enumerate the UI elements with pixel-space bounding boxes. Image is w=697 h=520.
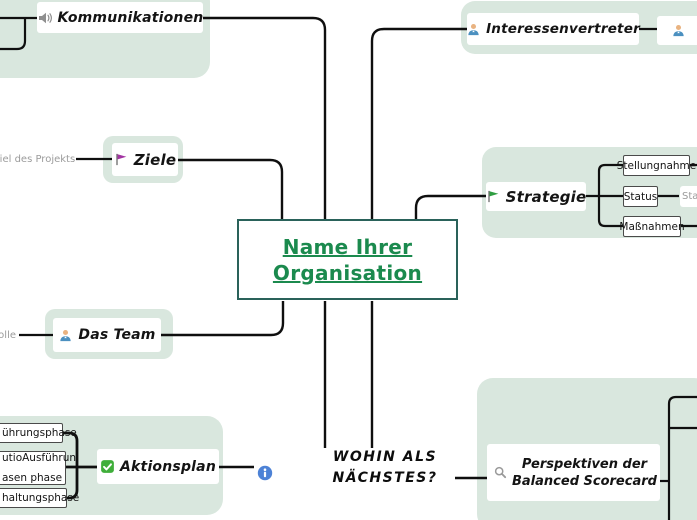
node-wohin-label-line2: NÄCHSTES? bbox=[332, 470, 438, 486]
node-massnahmen[interactable]: Maßnahmen bbox=[619, 216, 685, 237]
node-kommunikationen[interactable]: Kommunikationen bbox=[37, 2, 203, 33]
node-phase3-fragment[interactable]: haltungsphase bbox=[0, 488, 79, 508]
node-interessenvertreter-label: Interessenvertreter bbox=[486, 21, 640, 37]
node-interessenvertreter-child[interactable] bbox=[657, 16, 697, 45]
node-phase2-label-line2: asen phase bbox=[2, 471, 63, 484]
central-topic[interactable]: Name Ihrer Organisation bbox=[237, 219, 458, 300]
node-status[interactable]: Status bbox=[623, 186, 658, 207]
node-ziel-des-projekts-label: Ziel des Projekts bbox=[0, 153, 76, 165]
node-status-label: Status bbox=[623, 190, 658, 203]
node-aktionsplan[interactable]: Aktionsplan bbox=[97, 449, 219, 484]
magnifier-icon bbox=[493, 465, 508, 480]
node-rolle-fragment-label: olle bbox=[0, 329, 16, 341]
node-phase1-label: ührungsphase bbox=[2, 427, 77, 439]
info-icon[interactable] bbox=[257, 465, 273, 481]
node-perspektiven-label: Perspektiven der Balanced Scorecard bbox=[512, 456, 657, 490]
wire-dasteam-central bbox=[161, 301, 285, 337]
node-strategie-label: Strategie bbox=[505, 187, 587, 206]
node-strategie[interactable]: Strategie bbox=[486, 182, 586, 211]
node-phase1-fragment[interactable]: ührungsphase bbox=[0, 423, 77, 443]
central-topic-label-line1: Name Ihrer bbox=[282, 234, 413, 259]
checkbox-icon bbox=[100, 459, 115, 474]
node-phase2-fragment[interactable]: utioAusführun asen phase bbox=[0, 451, 76, 485]
node-phase2-label-line1: utioAusführun bbox=[2, 451, 77, 464]
person-icon bbox=[671, 23, 686, 38]
node-ziel-des-projekts[interactable]: Ziel des Projekts bbox=[0, 148, 76, 170]
speaker-icon bbox=[37, 10, 53, 26]
node-phase3-label: haltungsphase bbox=[2, 492, 80, 504]
node-ziele[interactable]: Ziele bbox=[112, 143, 178, 176]
node-stellungnahme-label: Stellungnahme bbox=[616, 159, 697, 172]
flag-icon bbox=[486, 189, 501, 204]
node-wohin-label-line1: WOHIN ALS bbox=[332, 449, 438, 465]
wire-strategie-central bbox=[414, 194, 486, 219]
person-icon bbox=[466, 22, 481, 37]
node-status-child-label: Sta bbox=[682, 191, 697, 202]
wire-ziele-central bbox=[178, 158, 284, 219]
node-rolle-fragment[interactable]: olle bbox=[0, 324, 19, 346]
flag-icon bbox=[114, 152, 129, 167]
node-massnahmen-label: Maßnahmen bbox=[619, 220, 685, 233]
node-kommunikationen-label: Kommunikationen bbox=[57, 9, 204, 26]
person-icon bbox=[58, 328, 73, 343]
node-das-team-label: Das Team bbox=[78, 327, 156, 343]
node-stellungnahme[interactable]: Stellungnahme bbox=[617, 155, 696, 176]
node-aktionsplan-label: Aktionsplan bbox=[120, 458, 216, 475]
wire-interessenvertreter-central bbox=[370, 27, 467, 219]
wire-kommunikationen-central bbox=[203, 16, 327, 219]
node-perspektiven[interactable]: Perspektiven der Balanced Scorecard bbox=[487, 444, 660, 501]
node-ziele-label: Ziele bbox=[133, 150, 177, 169]
node-interessenvertreter[interactable]: Interessenvertreter bbox=[466, 13, 640, 45]
central-topic-label-line2: Organisation bbox=[272, 260, 423, 285]
node-status-child[interactable]: Sta bbox=[680, 186, 697, 207]
node-das-team[interactable]: Das Team bbox=[53, 318, 161, 352]
node-perspektiven-label-line1: Perspektiven der bbox=[521, 456, 648, 472]
node-perspektiven-label-line2: Balanced Scorecard bbox=[512, 473, 657, 489]
node-wohin-als-naechstes[interactable]: WOHIN ALS NÄCHSTES? bbox=[310, 447, 460, 489]
